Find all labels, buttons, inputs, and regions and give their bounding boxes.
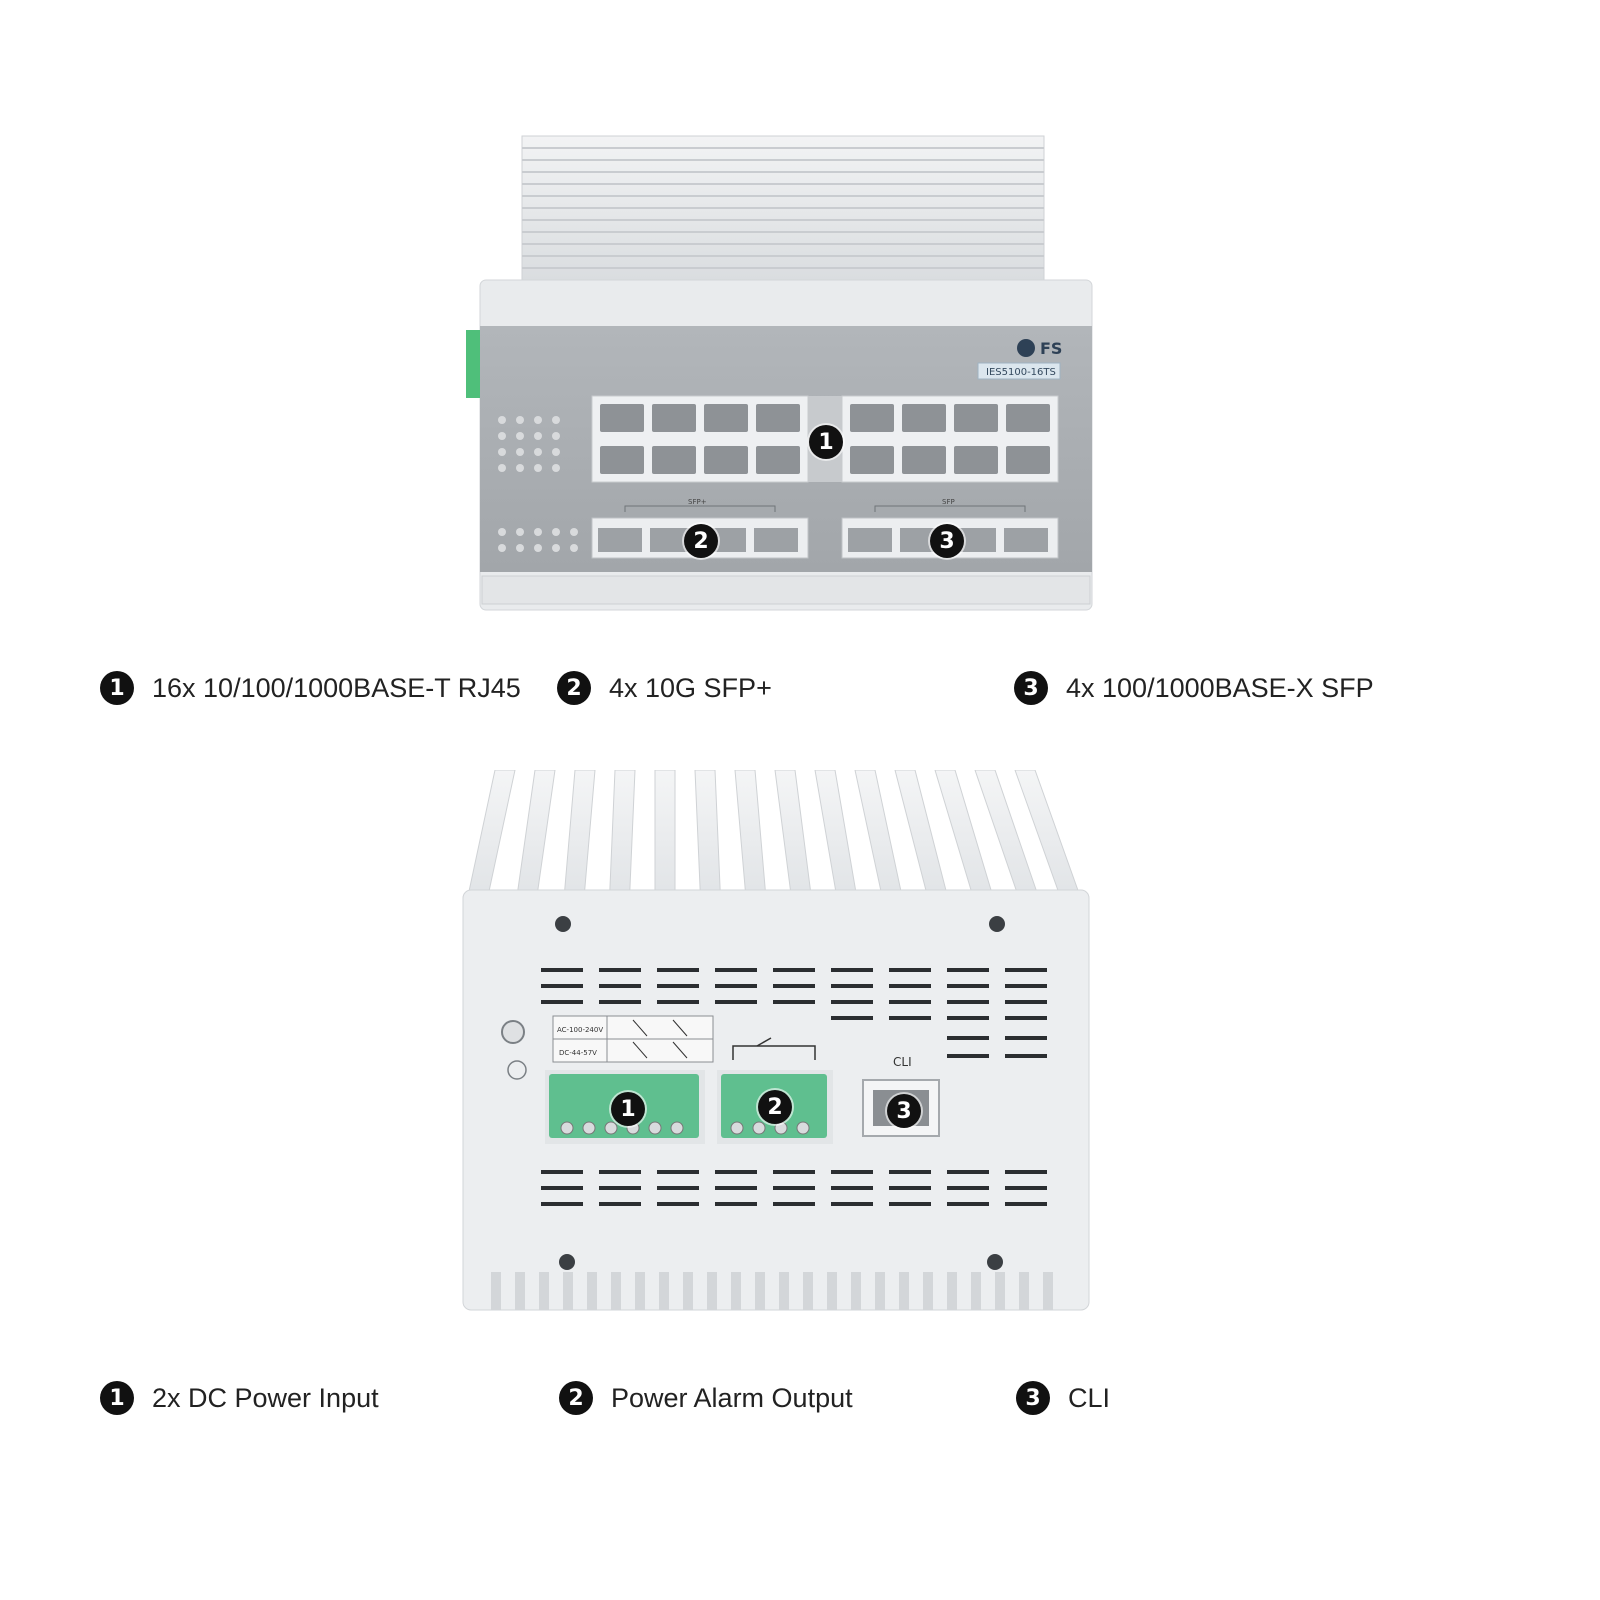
front-legend: 1 16x 10/100/1000BASE-T RJ45 2 4x 10G SF… xyxy=(0,668,1600,708)
legend-text: 16x 10/100/1000BASE-T RJ45 xyxy=(152,672,521,703)
legend-text: 2x DC Power Input xyxy=(152,1382,379,1413)
front-switch-illustration: FS IES5100-16TS SFP+ SFP xyxy=(466,135,1093,611)
rear-callout-3: 3 xyxy=(887,1094,921,1128)
legend-item-cli: 3 CLI xyxy=(1016,1378,1110,1418)
legend-badge: 1 xyxy=(100,671,134,705)
rear-callout-1: 1 xyxy=(611,1092,645,1126)
rear-legend: 1 2x DC Power Input 2 Power Alarm Output… xyxy=(0,1378,1600,1418)
power-label-ac: AC-100-240V xyxy=(557,1026,603,1034)
sfp-plus-group-label: SFP+ xyxy=(688,498,707,506)
rear-switch-illustration: AC-100-240V DC-44-57V CLI xyxy=(462,770,1090,1311)
legend-item-power-alarm: 2 Power Alarm Output xyxy=(559,1378,853,1418)
rear-callout-2: 2 xyxy=(758,1090,792,1124)
legend-badge: 1 xyxy=(100,1381,134,1415)
legend-badge: 2 xyxy=(559,1381,593,1415)
front-callout-2: 2 xyxy=(684,524,718,558)
cli-label: CLI xyxy=(893,1055,912,1069)
legend-item-sfp-plus: 2 4x 10G SFP+ xyxy=(557,668,772,708)
legend-badge: 3 xyxy=(1016,1381,1050,1415)
sfp-group-label: SFP xyxy=(942,498,955,506)
legend-badge: 2 xyxy=(557,671,591,705)
front-callout-1: 1 xyxy=(809,425,843,459)
model-label: IES5100-16TS xyxy=(986,367,1056,378)
legend-text: 4x 10G SFP+ xyxy=(609,672,772,703)
power-label-dc: DC-44-57V xyxy=(559,1049,597,1057)
front-callout-3: 3 xyxy=(930,524,964,558)
legend-badge: 3 xyxy=(1014,671,1048,705)
legend-item-sfp: 3 4x 100/1000BASE-X SFP xyxy=(1014,668,1374,708)
legend-text: Power Alarm Output xyxy=(611,1382,853,1413)
legend-item-rj45: 1 16x 10/100/1000BASE-T RJ45 xyxy=(100,668,521,708)
legend-text: 4x 100/1000BASE-X SFP xyxy=(1066,672,1374,703)
legend-text: CLI xyxy=(1068,1382,1111,1413)
brand-logo: FS xyxy=(1040,339,1062,358)
legend-item-power-input: 1 2x DC Power Input xyxy=(100,1378,379,1418)
